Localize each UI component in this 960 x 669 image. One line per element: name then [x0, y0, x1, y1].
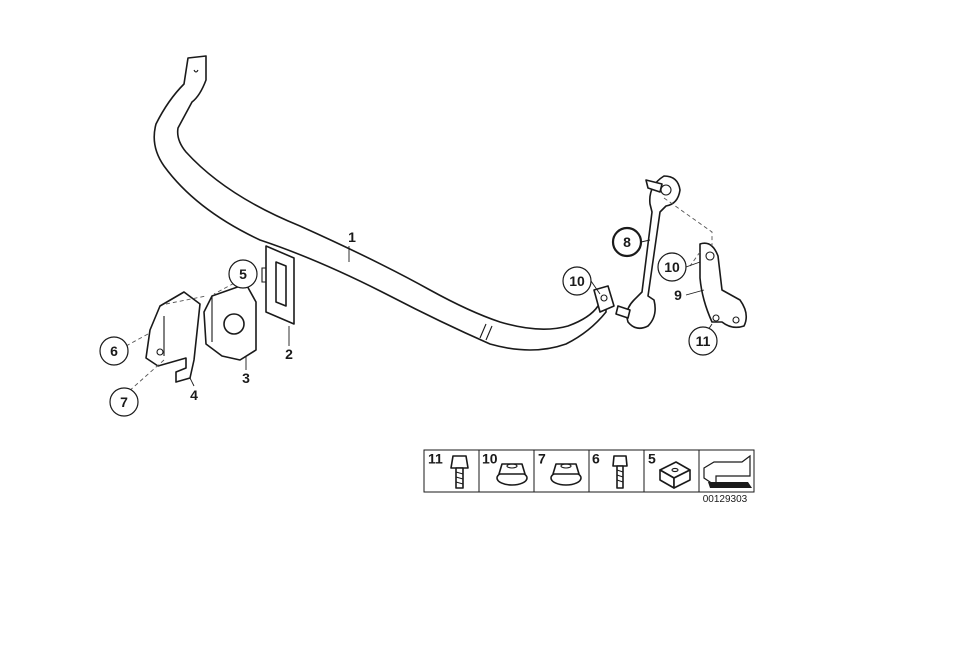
callout-5[interactable]: 5 [228, 259, 258, 289]
callout-10-left-text: 10 [569, 273, 585, 289]
hw-cell-1-number: 11 [428, 450, 443, 466]
label-3: 3 [242, 370, 250, 386]
callout-7-text: 7 [120, 394, 128, 410]
hw-cell-2-number: 10 [482, 450, 498, 466]
callout-10-right-text: 10 [664, 259, 680, 275]
hw-cell-4-number: 6 [592, 450, 600, 466]
label-4: 4 [190, 387, 198, 403]
label-1: 1 [348, 229, 356, 245]
callout-6-text: 6 [110, 343, 118, 359]
hw-cell-5-number: 5 [648, 450, 656, 466]
callout-10-right[interactable]: 10 [657, 252, 687, 282]
label-2: 2 [285, 346, 293, 362]
callout-6[interactable]: 6 [99, 336, 129, 366]
leader-lines [189, 239, 713, 387]
bolt-icon [450, 455, 469, 489]
label-9: 9 [674, 287, 682, 303]
assembly-lines [103, 197, 713, 393]
callout-8-text: 8 [623, 234, 631, 250]
document-number: 00129303 [703, 494, 748, 505]
callout-11[interactable]: 11 [688, 326, 718, 356]
square-nut-icon [659, 461, 691, 489]
hardware-table: 11 10 7 6 5 [423, 449, 755, 505]
link-bracket [699, 242, 748, 329]
hw-cell-3-number: 7 [538, 450, 546, 466]
bushing-clamp [145, 291, 201, 383]
callout-5-text: 5 [239, 266, 247, 282]
arrow-logo-icon [703, 454, 752, 488]
bolt-icon [612, 455, 628, 489]
flange-nut-icon [496, 463, 528, 486]
callout-8-highlighted[interactable]: 8 [611, 226, 643, 258]
flange-nut-icon [550, 463, 582, 486]
rubber-bushing [203, 283, 257, 361]
callout-7[interactable]: 7 [109, 387, 139, 417]
callout-11-text: 11 [696, 333, 711, 349]
mounting-bracket-plate [261, 245, 295, 325]
callout-10-left[interactable]: 10 [562, 266, 592, 296]
stabilizer-link [615, 175, 681, 330]
highlight-ring [611, 226, 643, 258]
